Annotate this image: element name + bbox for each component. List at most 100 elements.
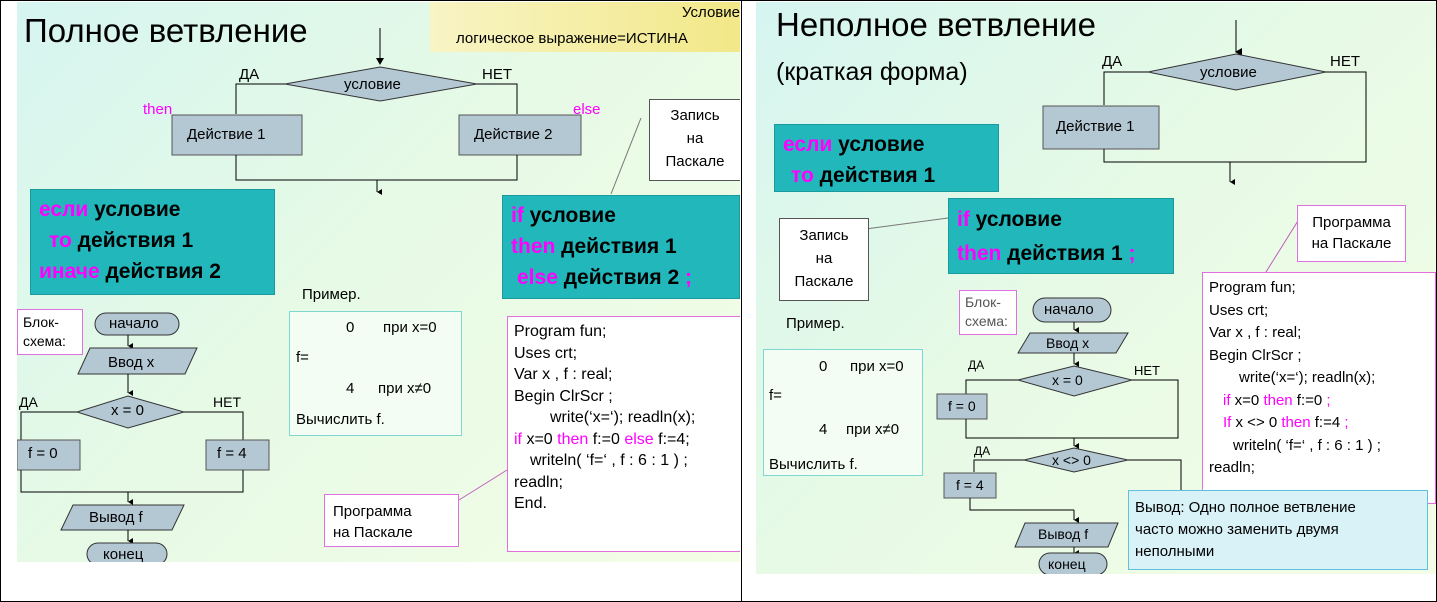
condition-note-title: Условие bbox=[682, 4, 740, 21]
condition-note: Условие логическое выражение=ИСТИНА bbox=[430, 2, 740, 52]
slide1-diagram-lines bbox=[17, 28, 642, 562]
ru-syntax-line: то действия 1 bbox=[39, 225, 266, 256]
code-line: writeln( ‘f=‘ , f : 6 : 1 ) ; bbox=[530, 452, 688, 469]
code-line: readln; bbox=[514, 473, 563, 491]
bs-cond2-label: x <> 0 bbox=[1052, 452, 1091, 468]
example-case2-val: 4 bbox=[346, 380, 355, 397]
code-text: x=0 bbox=[1230, 391, 1264, 409]
pascal-note: Запись на Паскале bbox=[779, 218, 869, 301]
code-line: Program fun; bbox=[1209, 279, 1296, 296]
bs-input-shape bbox=[77, 347, 198, 375]
flow-action1-label: Действие 1 bbox=[1056, 118, 1135, 135]
keyword: if bbox=[511, 204, 524, 227]
program-listing: Program fun; Uses crt; Var x , f : real;… bbox=[507, 316, 740, 552]
code-text: f:=0 bbox=[588, 430, 625, 448]
example-case2-cond: при x≠0 bbox=[846, 421, 900, 438]
bs-no-label: НЕТ bbox=[213, 394, 241, 410]
ru-syntax-line: иначе действия 2 bbox=[39, 256, 266, 287]
pascal-note-line: на bbox=[815, 250, 833, 267]
pascal-syntax-line: if условие bbox=[957, 203, 1165, 237]
code-line: Var x , f : real; bbox=[514, 366, 613, 383]
program-note-line: Программа bbox=[1312, 214, 1391, 231]
code-line: if x=0 then f:=0 else f:=4; bbox=[514, 429, 740, 451]
keyword: иначе bbox=[39, 260, 100, 283]
keyword: then bbox=[1263, 391, 1293, 409]
flow-action2-label: Действие 2 bbox=[474, 126, 553, 143]
flow-no-label: НЕТ bbox=[482, 66, 512, 83]
condition-note-text: логическое выражение=ИСТИНА bbox=[456, 30, 688, 47]
syntax-text: действия 2 bbox=[557, 266, 686, 289]
keyword: then bbox=[957, 242, 1002, 265]
slide2-subtitle: (краткая форма) bbox=[776, 58, 968, 86]
bs-f0-shape bbox=[936, 393, 988, 420]
example-heading: Пример. bbox=[302, 286, 361, 303]
flow-action1-label: Действие 1 bbox=[187, 126, 266, 143]
code-line: write(‘x=‘); readln(x); bbox=[1239, 369, 1376, 386]
bs-yes-label: ДА bbox=[19, 394, 38, 410]
conclusion-line: Вывод: Одно полное ветвление bbox=[1135, 499, 1356, 516]
block-label-line: схема: bbox=[965, 313, 1008, 329]
bs-cond1-label: x = 0 bbox=[1052, 372, 1083, 388]
bs-f4-label: f = 4 bbox=[217, 445, 247, 462]
pascal-note-line: Паскале bbox=[665, 153, 725, 170]
pascal-syntax-box: if условие then действия 1 else действия… bbox=[502, 195, 740, 299]
example-case1-cond: при x=0 bbox=[850, 358, 904, 375]
syntax-text: условие bbox=[88, 198, 181, 221]
code-line: Begin ClrScr ; bbox=[514, 387, 613, 405]
code-line: End. bbox=[514, 495, 547, 512]
keyword: then bbox=[557, 430, 589, 448]
code-line: Var x , f : real; bbox=[1209, 324, 1302, 341]
pascal-note-line: на bbox=[686, 130, 704, 147]
pascal-note-line: Запись bbox=[799, 227, 849, 244]
code-line: readln; bbox=[1209, 459, 1255, 476]
bs-f0-label: f = 0 bbox=[28, 445, 58, 462]
block-label-line: схема: bbox=[23, 333, 66, 349]
bs-start-label: начало bbox=[109, 315, 159, 332]
ru-syntax-box: если условие то действия 1 bbox=[774, 124, 999, 192]
keyword: то bbox=[791, 164, 814, 187]
slide-full-branching: Полное ветвление Условие логическое выра… bbox=[17, 2, 740, 562]
bs-output-label: Вывод f bbox=[89, 509, 143, 526]
pascal-syntax-line: if условие bbox=[511, 200, 731, 231]
syntax-text: условие bbox=[832, 133, 925, 156]
bs-start-label: начало bbox=[1044, 301, 1094, 318]
example-case2-val: 4 bbox=[819, 421, 828, 438]
flow-then-label: then bbox=[143, 101, 173, 118]
syntax-text: действия 1 bbox=[555, 235, 677, 258]
program-listing: Program fun; Uses crt; Var x , f : real;… bbox=[1202, 272, 1436, 504]
code-text: f:=4 bbox=[1310, 414, 1345, 431]
program-note-line: на Паскале bbox=[333, 524, 413, 541]
bs-input-label: Ввод x bbox=[1046, 335, 1090, 351]
bs-output-shape bbox=[60, 504, 185, 531]
program-note: Программа на Паскале bbox=[324, 494, 459, 547]
code-line: if x=0 then f:=0 ; bbox=[1209, 390, 1429, 413]
pascal-note-line: Паскале bbox=[794, 273, 854, 290]
action2-box bbox=[458, 114, 582, 156]
syntax-text: условие bbox=[969, 208, 1062, 231]
slide2-title: Неполное ветвление bbox=[776, 6, 1096, 43]
code-line: Uses crt; bbox=[514, 344, 578, 362]
example-task: Вычислить f. bbox=[296, 411, 385, 428]
keyword: If bbox=[1223, 414, 1232, 431]
keyword: then bbox=[511, 235, 556, 258]
ru-syntax-line: если условие bbox=[39, 194, 266, 225]
semicolon: ; bbox=[1128, 242, 1136, 265]
block-scheme-label: Блок- схема: bbox=[959, 290, 1017, 335]
flow-yes-label: ДА bbox=[239, 66, 260, 83]
program-note-line: на Паскале bbox=[1311, 235, 1392, 252]
slide1-title: Полное ветвление bbox=[24, 12, 308, 49]
keyword: if bbox=[514, 430, 522, 448]
conclusion-box: Вывод: Одно полное ветвление часто можно… bbox=[1128, 490, 1428, 570]
bs-f0-shape bbox=[17, 439, 81, 471]
bs-f0-label: f = 0 bbox=[948, 398, 976, 414]
code-line: Uses crt; bbox=[1209, 301, 1269, 319]
syntax-text: условие bbox=[523, 204, 616, 227]
example-case1-cond: при x=0 bbox=[383, 319, 437, 336]
pascal-note: Запись на Паскале bbox=[649, 99, 740, 181]
block-label-line: Блок- bbox=[23, 314, 59, 330]
pascal-syntax-line: then действия 1 bbox=[511, 231, 731, 262]
ru-syntax-box: если условие то действия 1 иначе действи… bbox=[30, 189, 275, 295]
bs-start-shape bbox=[1032, 297, 1112, 323]
code-text: x=0 bbox=[522, 430, 558, 448]
bs-end-shape bbox=[86, 542, 168, 562]
